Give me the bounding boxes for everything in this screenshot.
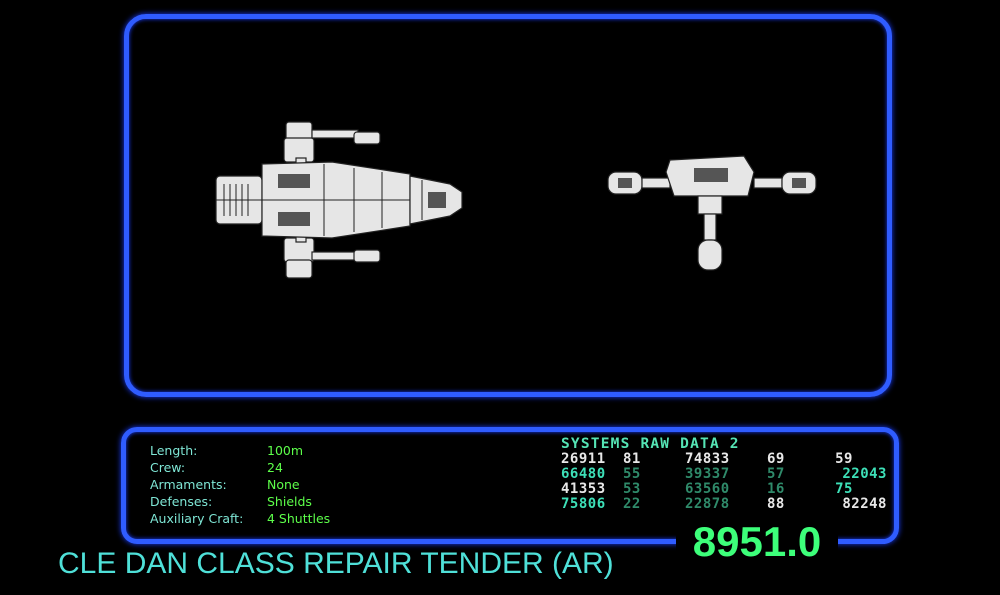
raw-data-title: SYSTEMS RAW DATA 2 [561, 436, 740, 452]
raw-data-cell: 22878 [685, 496, 730, 512]
spec-value: None [267, 477, 300, 492]
spec-row-armaments: Armaments: None [150, 476, 330, 493]
raw-data-cell: 22043 [842, 466, 887, 482]
raw-data-row: 26911 81 74833 69 59 [561, 452, 887, 467]
ship-class-title: CLE DAN CLASS REPAIR TENDER (AR) [58, 547, 614, 580]
spec-label: Auxiliary Craft: [150, 511, 244, 526]
raw-data-cell: 81 [623, 451, 641, 467]
raw-data-cell: 75 [835, 481, 853, 497]
spec-value: 24 [267, 460, 283, 475]
raw-data-cell: 66480 [561, 466, 606, 482]
raw-data-cell: 57 [767, 466, 785, 482]
raw-data-row: 75806 22 22878 88 82248 [561, 497, 887, 512]
raw-data-cell: 88 [767, 496, 785, 512]
raw-data-cell: 59 [835, 451, 853, 467]
ship-specifications: Length: 100m Crew: 24 Armaments: None De… [150, 442, 330, 527]
raw-data-cell: 16 [767, 481, 785, 497]
spec-label: Defenses: [150, 494, 213, 509]
raw-data-cell: 22 [623, 496, 641, 512]
raw-data-cell: 53 [623, 481, 641, 497]
raw-data-cell: 69 [767, 451, 785, 467]
spec-label: Length: [150, 443, 198, 458]
data-panel-frame [121, 427, 899, 544]
spec-row-length: Length: 100m [150, 442, 330, 459]
raw-data-cell: 55 [623, 466, 641, 482]
raw-data-cell: 82248 [842, 496, 887, 512]
spec-row-crew: Crew: 24 [150, 459, 330, 476]
ship-viewport-frame [124, 14, 892, 397]
ship-front-view-image [607, 155, 817, 271]
spec-row-auxiliary-craft: Auxiliary Craft: 4 Shuttles [150, 510, 330, 527]
raw-data-cell: 75806 [561, 496, 606, 512]
ship-top-view-image [215, 121, 463, 279]
spec-value: 100m [267, 443, 304, 458]
stardate-readout: 8951.0 [676, 516, 838, 568]
raw-data-cell: 74833 [685, 451, 730, 467]
raw-data-cell: 63560 [685, 481, 730, 497]
spec-label: Crew: [150, 460, 186, 475]
raw-data-cell: 39337 [685, 466, 730, 482]
spec-value: 4 Shuttles [267, 511, 331, 526]
spec-value: Shields [267, 494, 312, 509]
systems-raw-data: SYSTEMS RAW DATA 2 26911 81 74833 69 59 … [561, 436, 887, 512]
spec-label: Armaments: [150, 477, 227, 492]
spec-row-defenses: Defenses: Shields [150, 493, 330, 510]
raw-data-row: 66480 55 39337 57 22043 [561, 467, 887, 482]
raw-data-cell: 41353 [561, 481, 606, 497]
raw-data-cell: 26911 [561, 451, 606, 467]
raw-data-row: 41353 53 63560 16 75 [561, 482, 887, 497]
